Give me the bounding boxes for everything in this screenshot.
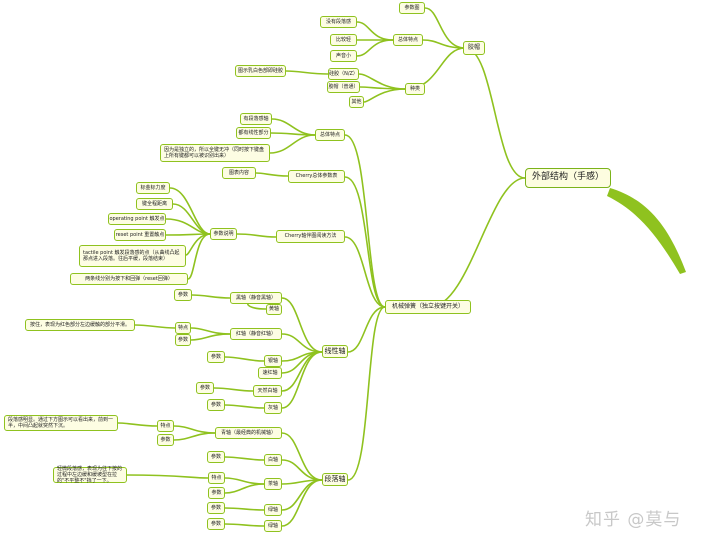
linear-node[interactable]: 线性轴 [322, 345, 348, 358]
mech-tactile[interactable]: tactile point 触发段落感的点（从曲线凸起那点进入段落。往后平缓，段… [79, 245, 186, 267]
keycap-ref-image[interactable]: 参数图 [399, 2, 425, 14]
paragraph-tea-param[interactable]: 参数 [208, 487, 225, 499]
paragraph-tea-feature[interactable]: 特点 [208, 472, 225, 484]
paragraph-brown-like[interactable]: 绿轴 [264, 504, 282, 516]
mech-two-curves[interactable]: 两条线分别为按下和回弹（reset回弹） [70, 273, 188, 285]
keycap-rubber[interactable]: 胶帽（普通） [327, 81, 360, 93]
keycap-light[interactable]: 比较轻 [330, 34, 357, 46]
paragraph-white[interactable]: 白轴 [264, 454, 282, 466]
linear-black-param[interactable]: 参数 [174, 289, 192, 301]
paragraph-white-param[interactable]: 参数 [207, 451, 225, 463]
linear-silver-param[interactable]: 参数 [207, 351, 225, 363]
root-node[interactable]: 外部结构（手感） [525, 168, 611, 188]
linear-red-note[interactable]: 按住，表现为红色部分左边缓触的部分平滑。 [25, 319, 135, 331]
linear-gold[interactable]: 天然白轴 [253, 385, 282, 397]
paragraph-green-note[interactable]: 段落感明显。通过下方图示可以看出来，前到一半，中间凸起就突然下沉。 [4, 415, 118, 431]
keycap-silicone[interactable]: 硅胶（N/Z） [328, 68, 359, 80]
linear-red-param[interactable]: 参数 [175, 334, 191, 346]
paragraph-last-param[interactable]: 参数 [207, 518, 225, 530]
mech-param-desc[interactable]: 参数说明 [210, 228, 237, 240]
watermark: 知乎 @莫与 [585, 510, 682, 530]
linear-gold-param[interactable]: 参数 [196, 382, 214, 394]
paragraph-node[interactable]: 段落轴 [322, 473, 348, 486]
mech-actuation[interactable]: 标金标力度 [136, 182, 170, 194]
root-tail [607, 188, 686, 274]
linear-gray[interactable]: 灰轴 [264, 402, 282, 414]
linear-red[interactable]: 红轴（静音红轴） [230, 328, 282, 340]
linear-black[interactable]: 黑轴（静音黑轴） [230, 292, 282, 304]
linear-gray-param[interactable]: 参数 [207, 399, 225, 411]
mech-total[interactable]: 键全程距离 [136, 198, 173, 210]
mech-reset[interactable]: reset point 重置触点 [114, 229, 166, 241]
keycap-overall[interactable]: 总体特点 [393, 34, 423, 46]
paragraph-last[interactable]: 绿轴 [264, 520, 282, 532]
keycap-no-stage[interactable]: 没有段落感 [320, 16, 357, 28]
paragraph-tea-note[interactable]: 轻微段落感，表现为往下按的过程中左边缓和缓坡型在拉的"不平整不"挡了一下。 [53, 466, 127, 484]
mech-overall[interactable]: 总体特点 [315, 129, 345, 141]
mech-node[interactable]: 机械弹簧（独立按键开关） [385, 300, 471, 314]
paragraph-tea[interactable]: 茶轴 [264, 478, 282, 490]
linear-speed-red[interactable]: 速红轴 [258, 367, 282, 379]
linear-silver[interactable]: 银轴 [264, 355, 282, 367]
mech-operating[interactable]: operating point 触发点 [108, 213, 166, 225]
linear-red-feature[interactable]: 特点 [175, 322, 191, 334]
paragraph-green-param[interactable]: 参数 [157, 434, 174, 446]
keycap-kinds[interactable]: 种类 [405, 83, 425, 95]
keycap-other[interactable]: 其他 [349, 96, 364, 108]
keycap-note[interactable]: 图示乳白色部即硅胶 [235, 65, 286, 77]
paragraph-green-feature[interactable]: 特点 [157, 420, 174, 432]
mech-stage[interactable]: 有段落感轴 [240, 113, 272, 125]
linear-yellow[interactable]: 黄轴 [266, 304, 282, 315]
paragraph-brown-like-param[interactable]: 参数 [207, 502, 225, 514]
keycap-low-noise[interactable]: 声音小 [330, 50, 357, 62]
keycap-node[interactable]: 胶帽 [463, 41, 485, 55]
mech-linear-part[interactable]: 都有线性部分 [236, 127, 271, 139]
mech-no-conflict[interactable]: 因为是独立的，所以全键无冲（同时按下键盘上所有键都可以被识别出来） [160, 144, 270, 162]
mech-params[interactable]: Cherry总体参数表 [288, 170, 345, 183]
mech-read-method[interactable]: Cherry轴伴图阅读方法 [276, 230, 345, 243]
mech-chart-content[interactable]: 图表内容 [222, 167, 256, 179]
paragraph-green[interactable]: 青轴（最经典的机械轴） [215, 427, 282, 439]
